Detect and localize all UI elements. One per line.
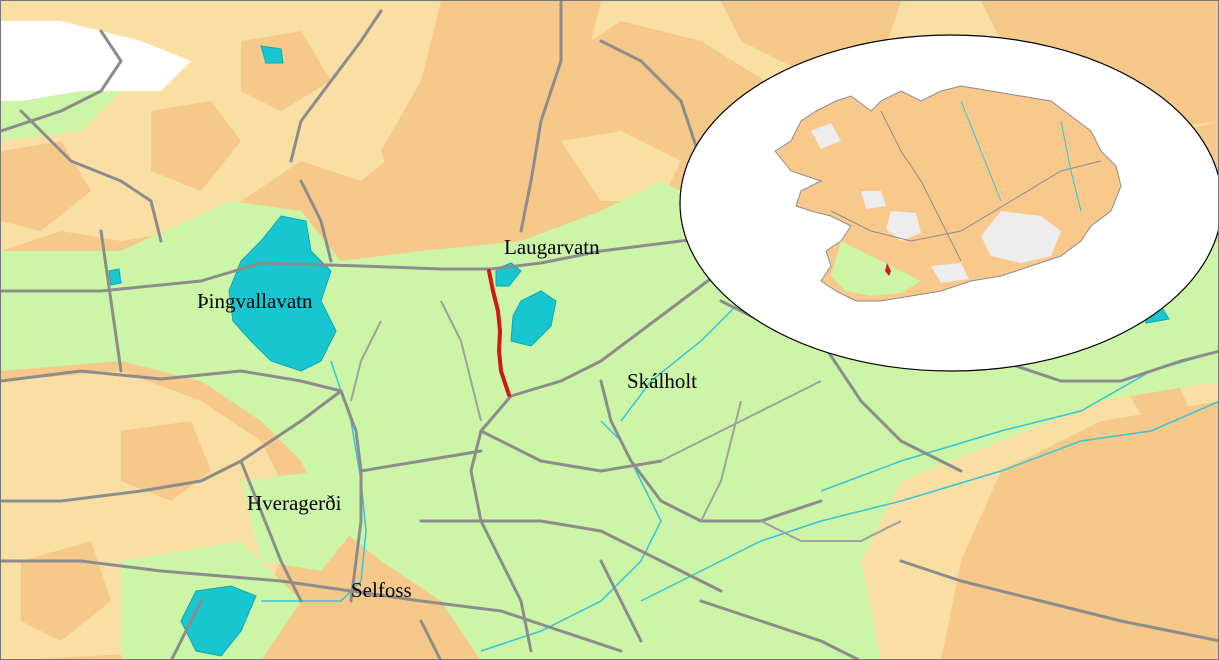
glacier-area	[1, 21, 191, 101]
place-label-selfoss: Selfoss	[351, 578, 412, 602]
rivers	[261, 300, 1218, 652]
place-label-hveragerdi: Hveragerði	[247, 491, 342, 515]
place-label-thingvallavatn: Þingvallavatn	[197, 289, 313, 313]
place-label-laugarvatn: Laugarvatn	[504, 235, 600, 259]
highlighted-route[interactable]	[487, 269, 511, 397]
iceland-outline	[774, 85, 1122, 302]
road-network-fine	[350, 300, 902, 542]
location-marker	[885, 263, 891, 276]
lake-apavatn	[510, 290, 557, 347]
lakes	[108, 45, 1170, 657]
inset-overview-map[interactable]	[679, 34, 1219, 372]
place-label-skalholt: Skálholt	[627, 369, 698, 393]
